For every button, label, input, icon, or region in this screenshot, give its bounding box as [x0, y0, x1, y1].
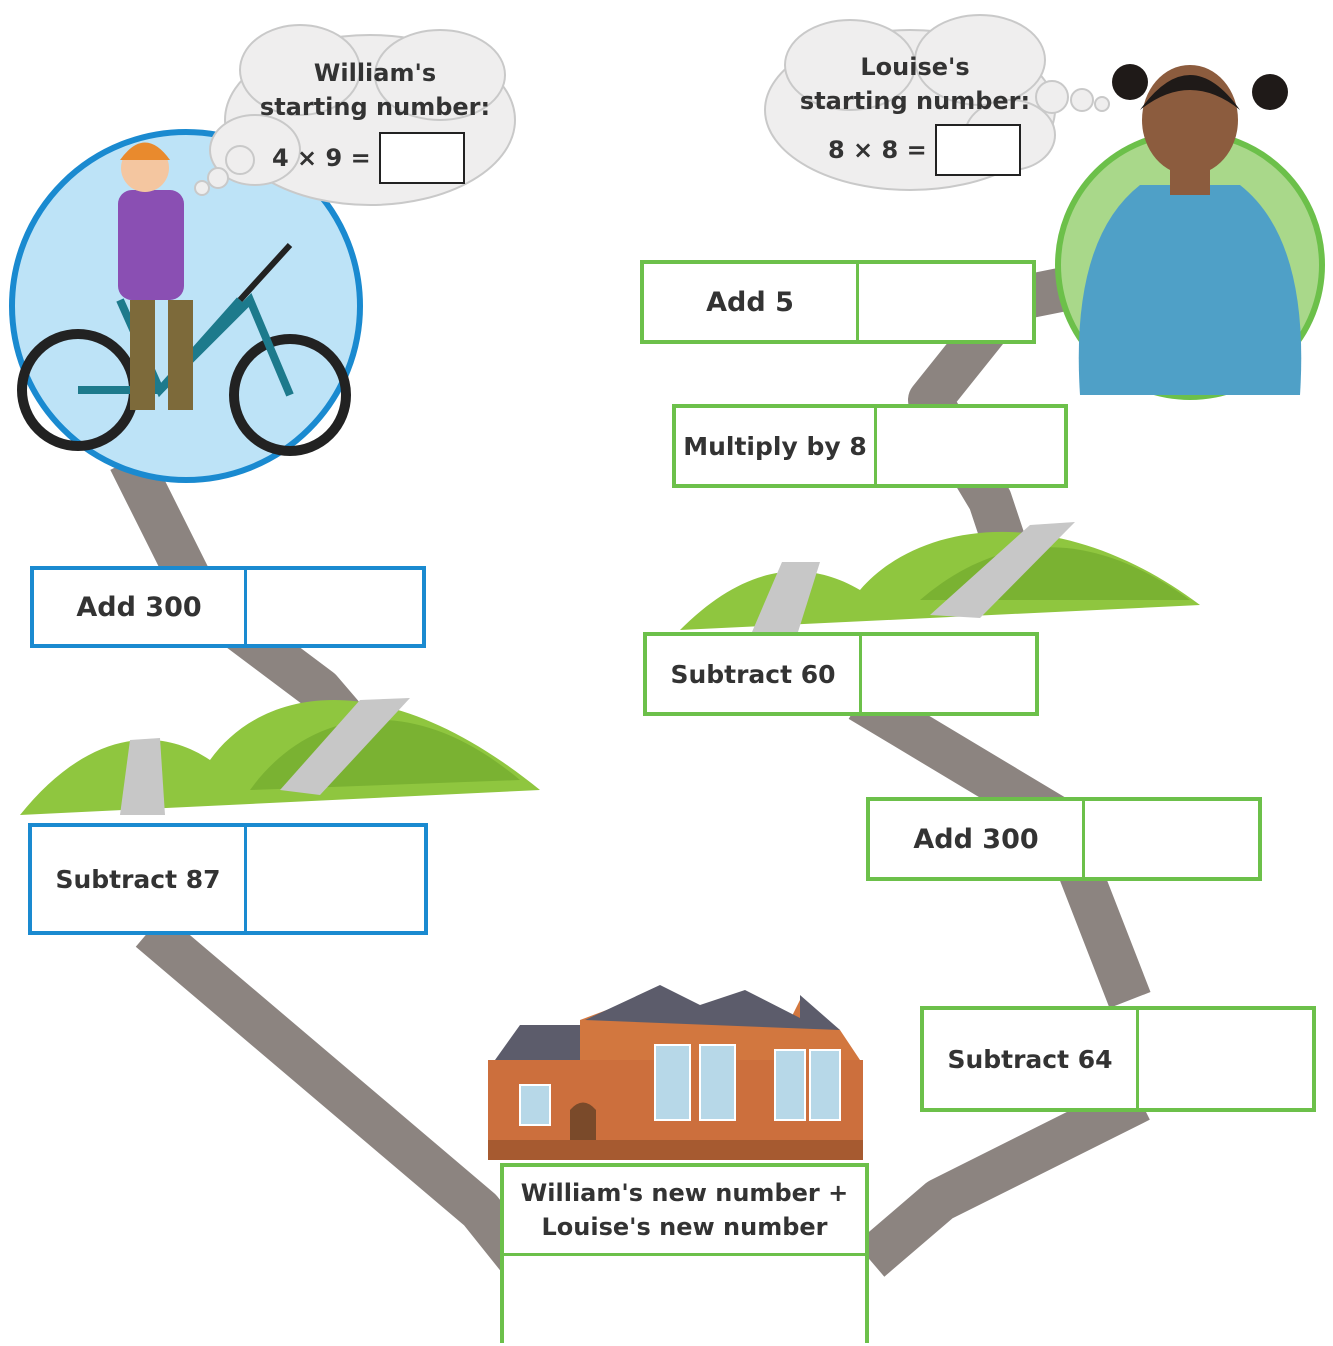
- william-step-subtract-87: Subtract 87: [28, 823, 428, 935]
- william-cloud-heading: William's starting number:: [255, 56, 495, 124]
- william-start-answer-box[interactable]: [378, 132, 465, 184]
- louise-cloud-heading: Louise's starting number:: [795, 50, 1035, 118]
- step-answer-box[interactable]: [247, 827, 424, 931]
- william-cloud-line2: starting number:: [259, 93, 491, 121]
- hills-left: [20, 698, 540, 815]
- final-sum-heading: William's new number + Louise's new numb…: [504, 1167, 865, 1256]
- william-thought-cloud: [194, 24, 516, 206]
- step-label: Add 300: [870, 801, 1085, 877]
- step-label: Subtract 60: [647, 636, 862, 712]
- final-sum-box: William's new number + Louise's new numb…: [500, 1163, 869, 1343]
- step-answer-box[interactable]: [1085, 801, 1258, 877]
- step-label: Add 300: [34, 570, 247, 644]
- step-label: Subtract 64: [924, 1010, 1139, 1108]
- step-answer-box[interactable]: [1139, 1010, 1312, 1108]
- william-step-add-300: Add 300: [30, 566, 426, 648]
- step-answer-box[interactable]: [877, 408, 1064, 484]
- louise-equation-text: 8 × 8 =: [828, 136, 927, 164]
- final-answer-box[interactable]: [504, 1256, 865, 1346]
- louise-equation: 8 × 8 =: [828, 124, 1021, 176]
- step-answer-box[interactable]: [859, 264, 1032, 340]
- louise-step-subtract-64: Subtract 64: [920, 1006, 1316, 1112]
- william-equation: 4 × 9 =: [272, 132, 465, 184]
- louise-cloud-line1: Louise's: [860, 53, 970, 81]
- louise-step-multiply-8: Multiply by 8: [672, 404, 1068, 488]
- louise-avatar: [1055, 64, 1325, 400]
- step-label: Add 5: [644, 264, 859, 340]
- louise-cloud-line2: starting number:: [799, 87, 1031, 115]
- louise-step-add-5: Add 5: [640, 260, 1036, 344]
- louise-step-subtract-60: Subtract 60: [643, 632, 1039, 716]
- louise-step-add-300: Add 300: [866, 797, 1262, 881]
- step-answer-box[interactable]: [247, 570, 422, 644]
- william-avatar: [9, 129, 363, 483]
- school-building: [488, 985, 863, 1160]
- william-equation-text: 4 × 9 =: [272, 144, 371, 172]
- louise-start-answer-box[interactable]: [934, 124, 1021, 176]
- step-answer-box[interactable]: [862, 636, 1035, 712]
- final-line1: William's new number +: [520, 1179, 849, 1207]
- william-cloud-line1: William's: [313, 59, 437, 87]
- step-label: Subtract 87: [32, 827, 247, 931]
- hills-right: [680, 522, 1200, 632]
- final-line2: Louise's new number: [541, 1213, 828, 1241]
- step-label: Multiply by 8: [676, 408, 877, 484]
